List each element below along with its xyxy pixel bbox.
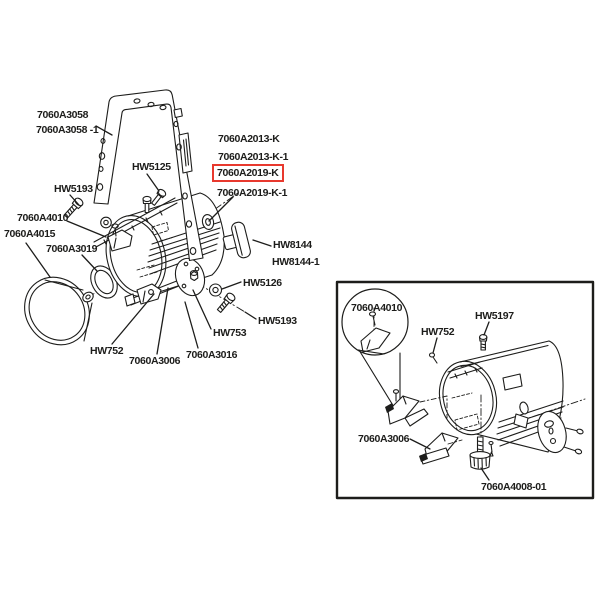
part-label-7060A3016: 7060A3016 — [186, 349, 238, 361]
screw-hw5193-lower — [216, 292, 236, 313]
knob-hw8144 — [222, 221, 251, 259]
part-label-7060A4010: 7060A4010 — [17, 212, 69, 224]
inset-part-label-7060A4010: 7060A4010 — [351, 302, 403, 314]
part-label-7060A4015: 7060A4015 — [4, 228, 56, 240]
leader-lines-inset — [409, 321, 490, 481]
leader-lines-main — [25, 125, 272, 355]
part-label-hw5193-lower: HW5193 — [258, 315, 297, 327]
gasket-ring — [90, 265, 118, 299]
part-label-hw5193-upper: HW5193 — [54, 183, 93, 195]
part-label-7060A2013-K: 7060A2013-K — [218, 133, 280, 145]
part-label-hw5125: HW5125 — [132, 161, 171, 173]
inset-rear-plate — [537, 410, 584, 455]
part-label-hw5126: HW5126 — [243, 277, 282, 289]
part-label-7060A3058: 7060A3058 — [37, 109, 89, 121]
inset-part-label-hw752: HW752 — [421, 326, 455, 338]
inset-screw-hw752 — [428, 352, 438, 364]
part-label-hw8144-1: HW8144-1 — [272, 256, 320, 268]
inset-part-label-hw5197: HW5197 — [475, 310, 514, 322]
inset-part-label-7060A3006: 7060A3006 — [358, 433, 410, 445]
screw-hw5125-pair — [142, 188, 167, 214]
part-label-hw8144: HW8144 — [273, 239, 312, 251]
inset-screw-hw5197 — [478, 334, 488, 351]
reflector-cone — [24, 276, 94, 346]
inset-lamp-housing — [438, 340, 586, 459]
part-label-7060A3058-1: 7060A3058 -1 — [36, 124, 99, 136]
part-label-7060A2019-K-highlight-box: 7060A2019-K — [212, 164, 284, 182]
part-label-hw752: HW752 — [90, 345, 124, 357]
inset-bottom-bracket — [419, 432, 463, 465]
inset-detail-box — [335, 280, 595, 500]
top-rail-and-clamp — [93, 197, 178, 252]
washer-hw5126 — [208, 283, 223, 297]
part-label-7060A2013-K-1: 7060A2013-K-1 — [218, 151, 289, 163]
adjustment-disc — [174, 257, 246, 313]
part-label-hw753: HW753 — [213, 327, 247, 339]
inset-foot-assembly — [469, 436, 494, 470]
part-label-7060A2019-K-1: 7060A2019-K-1 — [217, 187, 288, 199]
inset-top-bracket — [385, 389, 448, 427]
yoke-bracket — [93, 89, 204, 262]
callout-circle — [341, 288, 409, 408]
inset-part-label-7060A4008-01: 7060A4008-01 — [481, 481, 547, 493]
part-label-7060A3006: 7060A3006 — [129, 355, 181, 367]
part-label-7060A3019: 7060A3019 — [46, 243, 98, 255]
